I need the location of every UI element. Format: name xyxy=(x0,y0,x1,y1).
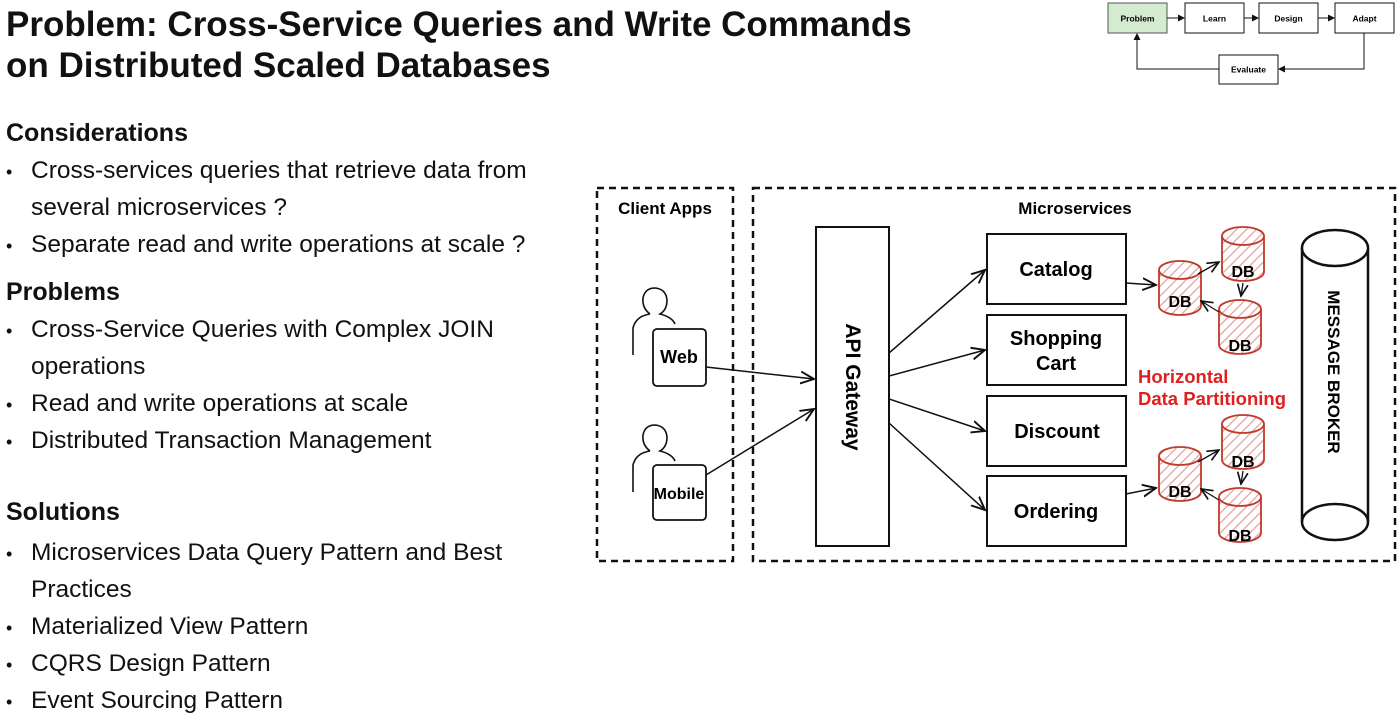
db-icon xyxy=(1158,446,1202,502)
db-label: DB xyxy=(1228,338,1251,355)
flow-arrow xyxy=(705,409,814,476)
list-item: Cross-services queries that retrieve dat… xyxy=(6,152,586,226)
db-icon xyxy=(1218,487,1262,543)
message-broker: MESSAGE BROKER xyxy=(1300,228,1370,542)
db-cluster-upper xyxy=(1158,226,1265,355)
list-item: Distributed Transaction Management xyxy=(6,422,586,461)
flow-arrow xyxy=(1197,262,1219,275)
user-icon xyxy=(632,424,676,492)
db-icon xyxy=(1221,226,1265,282)
service-label: Discount xyxy=(1014,421,1100,443)
solutions-heading: Solutions xyxy=(6,498,120,526)
flow-arrow xyxy=(1125,283,1156,285)
flow-arrow xyxy=(888,398,985,431)
db-label: DB xyxy=(1168,484,1191,501)
list-item: Materialized View Pattern xyxy=(6,608,586,647)
db-label: DB xyxy=(1168,294,1191,311)
list-item: CQRS Design Pattern xyxy=(6,645,586,684)
mobile-client: Mobile xyxy=(632,424,707,521)
solutions-list: Microservices Data Query Pattern and Bes… xyxy=(6,534,586,721)
service-label: Shopping xyxy=(1010,328,1102,350)
service-ordering xyxy=(986,475,1127,547)
db-cluster-lower xyxy=(1158,414,1265,543)
flow-arrow xyxy=(1241,470,1243,484)
db-label: DB xyxy=(1228,528,1251,545)
api-gateway xyxy=(815,226,890,547)
partition-label: Horizontal xyxy=(1138,366,1228,387)
microservices-container xyxy=(751,186,1397,563)
list-item: Read and write operations at scale xyxy=(6,385,586,424)
service-discount xyxy=(986,395,1127,467)
flow-arrow xyxy=(705,366,814,379)
flow-arrow xyxy=(1201,301,1220,313)
service-catalog xyxy=(986,233,1127,305)
api-gateway-label: API Gateway xyxy=(841,323,864,451)
flow-arrow xyxy=(1201,489,1220,501)
client-apps-container xyxy=(595,186,735,563)
flow-arrow xyxy=(888,350,985,377)
db-label: DB xyxy=(1231,454,1254,471)
service-label: Ordering xyxy=(1014,501,1098,523)
problems-list: Cross-Service Queries with Complex JOINo… xyxy=(6,311,586,461)
flow-arrow xyxy=(888,422,985,510)
list-item: Cross-Service Queries with Complex JOINo… xyxy=(6,311,586,385)
service-shopping-cart xyxy=(986,314,1127,386)
message-broker-label: MESSAGE BROKER xyxy=(1324,290,1343,453)
flow-arrow xyxy=(1197,450,1219,463)
list-item: Microservices Data Query Pattern and Bes… xyxy=(6,534,586,608)
considerations-list: Cross-services queries that retrieve dat… xyxy=(6,152,586,265)
flow-arrow xyxy=(888,270,985,354)
problems-heading: Problems xyxy=(6,278,120,306)
service-label: Catalog xyxy=(1019,259,1092,281)
service-label: Cart xyxy=(1036,353,1076,375)
mobile-label: Mobile xyxy=(654,486,705,503)
partition-label: Data Partitioning xyxy=(1138,388,1286,409)
db-icon xyxy=(1218,299,1262,355)
page-title: Problem: Cross-Service Queries and Write… xyxy=(6,4,1006,86)
flow-arrow xyxy=(1241,282,1243,296)
flow-arrow xyxy=(1125,488,1156,494)
title-line-1: Problem: Cross-Service Queries and Write… xyxy=(6,5,912,44)
web-client: Web xyxy=(632,287,707,387)
microservices-label: Microservices xyxy=(1018,199,1131,218)
user-icon xyxy=(632,287,676,355)
title-line-2: on Distributed Scaled Databases xyxy=(6,46,551,85)
client-apps-label: Client Apps xyxy=(618,199,712,218)
web-label: Web xyxy=(660,347,698,367)
db-label: DB xyxy=(1231,264,1254,281)
db-icon xyxy=(1221,414,1265,470)
list-item: Separate read and write operations at sc… xyxy=(6,226,586,265)
list-item: Event Sourcing Pattern xyxy=(6,682,586,721)
considerations-heading: Considerations xyxy=(6,119,188,147)
